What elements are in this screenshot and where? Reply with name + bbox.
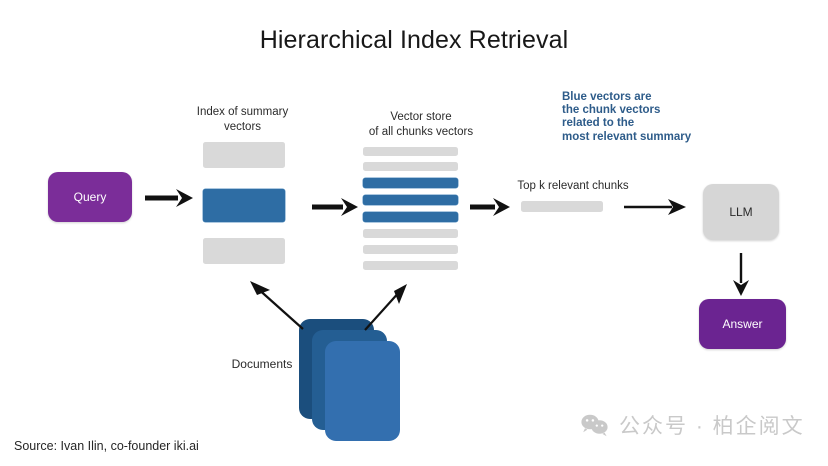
top-k-bar[interactable] — [521, 201, 603, 212]
vector-store-bar[interactable] — [363, 147, 458, 156]
vector-store-bar[interactable] — [363, 162, 458, 171]
node-answer[interactable]: Answer — [699, 299, 786, 349]
vector-store-bar-selected[interactable] — [363, 178, 458, 188]
node-llm-label: LLM — [729, 205, 753, 219]
arrow-index-to-vector-store — [312, 198, 358, 216]
label-top-k-relevant-chunks: Top k relevant chunks — [517, 180, 629, 192]
vector-store-bar[interactable] — [363, 245, 458, 254]
node-query[interactable]: Query — [48, 172, 132, 222]
node-query-label: Query — [73, 190, 107, 204]
summary-index-bar[interactable] — [203, 142, 285, 168]
arrow-llm-to-answer — [733, 253, 749, 296]
vector-store-bar[interactable] — [363, 261, 458, 270]
vector-store-bar-selected[interactable] — [363, 195, 458, 205]
vector-store-bar[interactable] — [363, 229, 458, 238]
summary-index-bar-selected[interactable] — [203, 189, 285, 222]
arrow-query-to-index — [145, 189, 193, 207]
annotation-blue-vectors: Blue vectors are the chunk vectors relat… — [562, 91, 692, 143]
page-title: Hierarchical Index Retrieval — [259, 26, 569, 54]
arrow-documents-to-index — [250, 281, 304, 330]
watermark: 公众号 · 柏企阅文 — [580, 410, 805, 440]
arrow-topk-to-llm — [624, 199, 686, 215]
arrow-vector-store-to-topk — [470, 198, 510, 216]
label-index-of-summary-vectors: Index of summary vectors — [196, 106, 289, 133]
label-vector-store: Vector store of all chunks vectors — [368, 111, 474, 138]
document-card-front — [325, 341, 400, 441]
wechat-icon — [581, 414, 608, 437]
summary-index-bar[interactable] — [203, 238, 285, 264]
node-llm[interactable]: LLM — [703, 184, 779, 240]
watermark-text: 公众号 · 柏企阅文 — [619, 415, 805, 438]
vector-store-bar-selected[interactable] — [363, 212, 458, 222]
node-answer-label: Answer — [722, 317, 763, 331]
label-documents: Documents — [231, 357, 293, 371]
source-attribution: Source: Ivan Ilin, co-founder iki.ai — [14, 439, 199, 453]
